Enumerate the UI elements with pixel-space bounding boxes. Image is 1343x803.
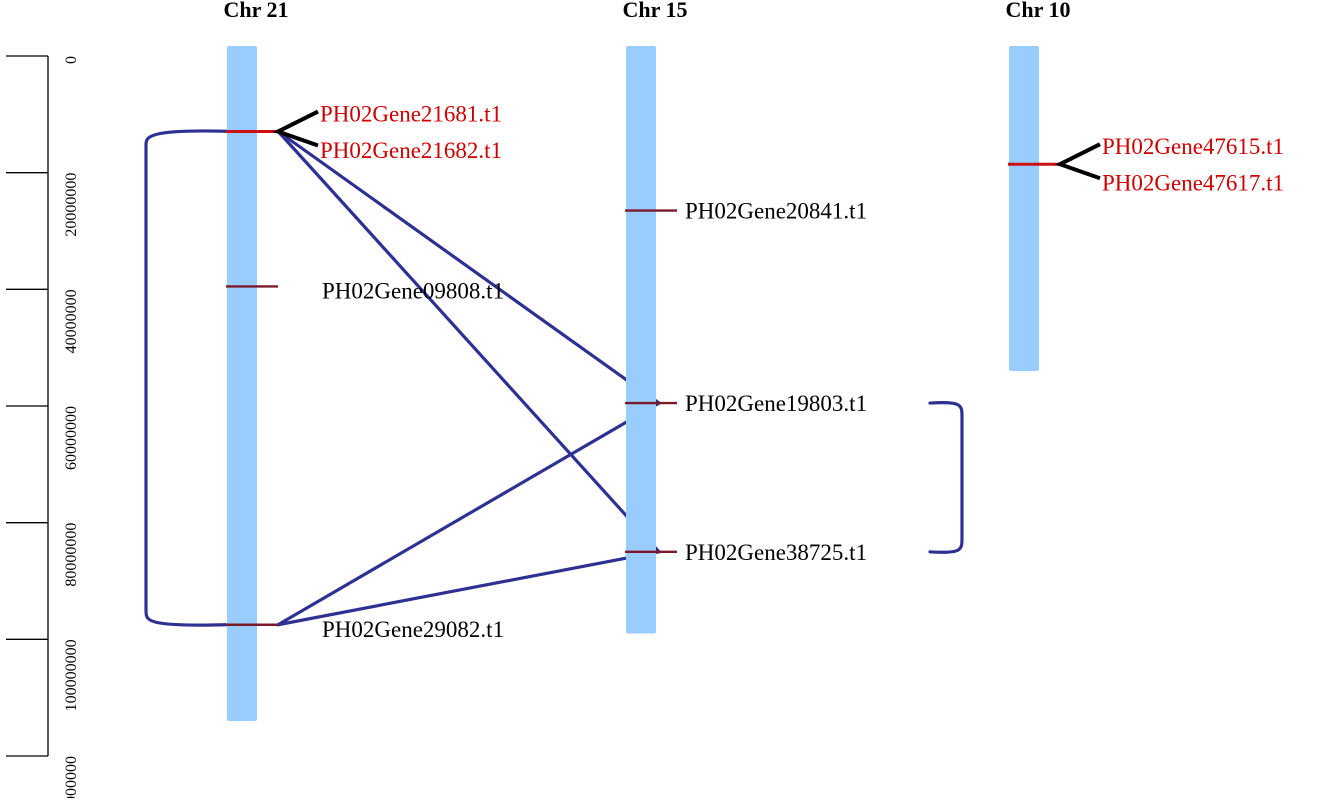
chromosome-chr21 xyxy=(227,46,257,721)
axis-tick-label: 60000000 xyxy=(63,406,80,470)
gene-label: PH02Gene20841.t1 xyxy=(685,199,867,224)
gene-label: PH02Gene47615.t1 xyxy=(1102,134,1284,159)
axis-tick-label: 80000000 xyxy=(63,523,80,587)
gene-label: PH02Gene38725.t1 xyxy=(685,540,867,565)
axis-tick-label: 0 xyxy=(63,56,80,64)
chromosome-chr10 xyxy=(1009,46,1039,371)
chromosome-chr15 xyxy=(626,46,656,634)
axis-tick-label: 120000000 xyxy=(63,756,80,798)
duplication-link xyxy=(276,129,661,554)
axis-tick-label: 40000000 xyxy=(63,289,80,353)
links-layer xyxy=(144,129,964,627)
axis-tick-label: 100000000 xyxy=(63,639,80,711)
gene-label: PH02Gene47617.t1 xyxy=(1102,171,1284,196)
scale-axis: 0 20000000 40000000 60000000 80000000 1000000… xyxy=(6,55,80,803)
gene-label: PH02Gene21682.t1 xyxy=(320,138,502,163)
duplication-link xyxy=(144,129,228,627)
gene-label: PH02Gene29082.t1 xyxy=(322,617,504,642)
chromosomes-layer: Chr 21 Chr 15 Chr 10 xyxy=(224,0,1071,721)
axis-tick-label: 20000000 xyxy=(63,173,80,237)
chromosome-title-chr10: Chr 10 xyxy=(1006,0,1071,22)
tandem-arrow-icon xyxy=(1054,142,1101,181)
chromosome-title-chr15: Chr 15 xyxy=(623,0,688,22)
duplication-link xyxy=(276,129,661,405)
gene-label: PH02Gene09808.t1 xyxy=(322,278,504,303)
duplication-link xyxy=(276,550,661,627)
duplication-link xyxy=(276,401,661,627)
gene-label: PH02Gene19803.t1 xyxy=(685,391,867,416)
gene-label: PH02Gene21681.t1 xyxy=(320,101,502,126)
genes-layer: PH02Gene21681.t1PH02Gene21682.t1PH02Gene… xyxy=(226,101,1284,642)
chromosome-title-chr21: Chr 21 xyxy=(224,0,289,22)
duplication-link xyxy=(928,401,964,554)
tandem-arrow-icon xyxy=(272,109,319,148)
